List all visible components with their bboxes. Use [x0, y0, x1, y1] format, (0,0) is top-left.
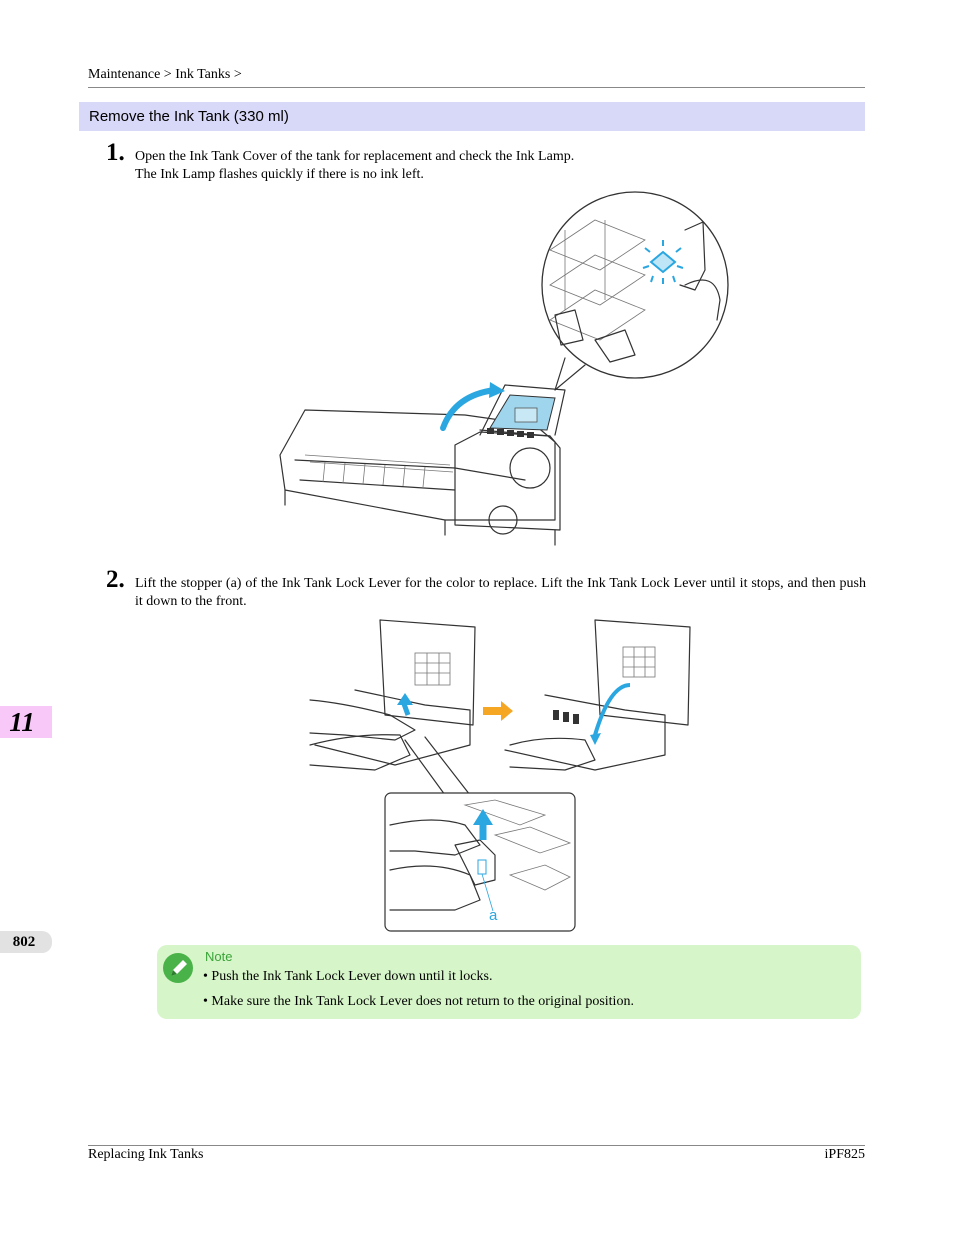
section-title: Remove the Ink Tank (330 ml)	[89, 108, 289, 125]
figure-printer-ink-cover	[279, 191, 729, 546]
note-box	[157, 945, 861, 1019]
note-item: • Push the Ink Tank Lock Lever down unti…	[203, 969, 493, 984]
footer-rule	[88, 1145, 865, 1146]
footer-model-name: iPF825	[824, 1147, 865, 1162]
footer-chapter-title: Replacing Ink Tanks	[88, 1147, 204, 1162]
header-rule	[88, 87, 865, 88]
page-number: 802	[12, 934, 36, 950]
step-1-line-1: Open the Ink Tank Cover of the tank for …	[135, 149, 575, 164]
chapter-number: 11	[9, 707, 35, 737]
pencil-icon	[163, 953, 193, 983]
note-item: • Make sure the Ink Tank Lock Lever does…	[203, 994, 634, 1009]
breadcrumb: Maintenance > Ink Tanks >	[88, 67, 242, 82]
note-label: Note	[205, 949, 233, 964]
figure-lock-lever	[309, 619, 691, 932]
step-2-text: Lift the stopper (a) of the Ink Tank Loc…	[135, 576, 866, 609]
callout-label-a: a	[489, 907, 498, 924]
step-2-number: 2.	[106, 566, 125, 593]
step-1-number: 1.	[106, 139, 125, 166]
note-item-text: Push the Ink Tank Lock Lever down until …	[211, 969, 493, 984]
chapter-tab	[0, 706, 52, 738]
page-number-tab	[0, 931, 52, 953]
section-header-bar	[79, 102, 865, 131]
note-item-text: Make sure the Ink Tank Lock Lever does n…	[211, 994, 634, 1009]
step-1-line-2: The Ink Lamp flashes quickly if there is…	[135, 167, 424, 182]
step-1-text: Open the Ink Tank Cover of the tank for …	[135, 148, 574, 184]
